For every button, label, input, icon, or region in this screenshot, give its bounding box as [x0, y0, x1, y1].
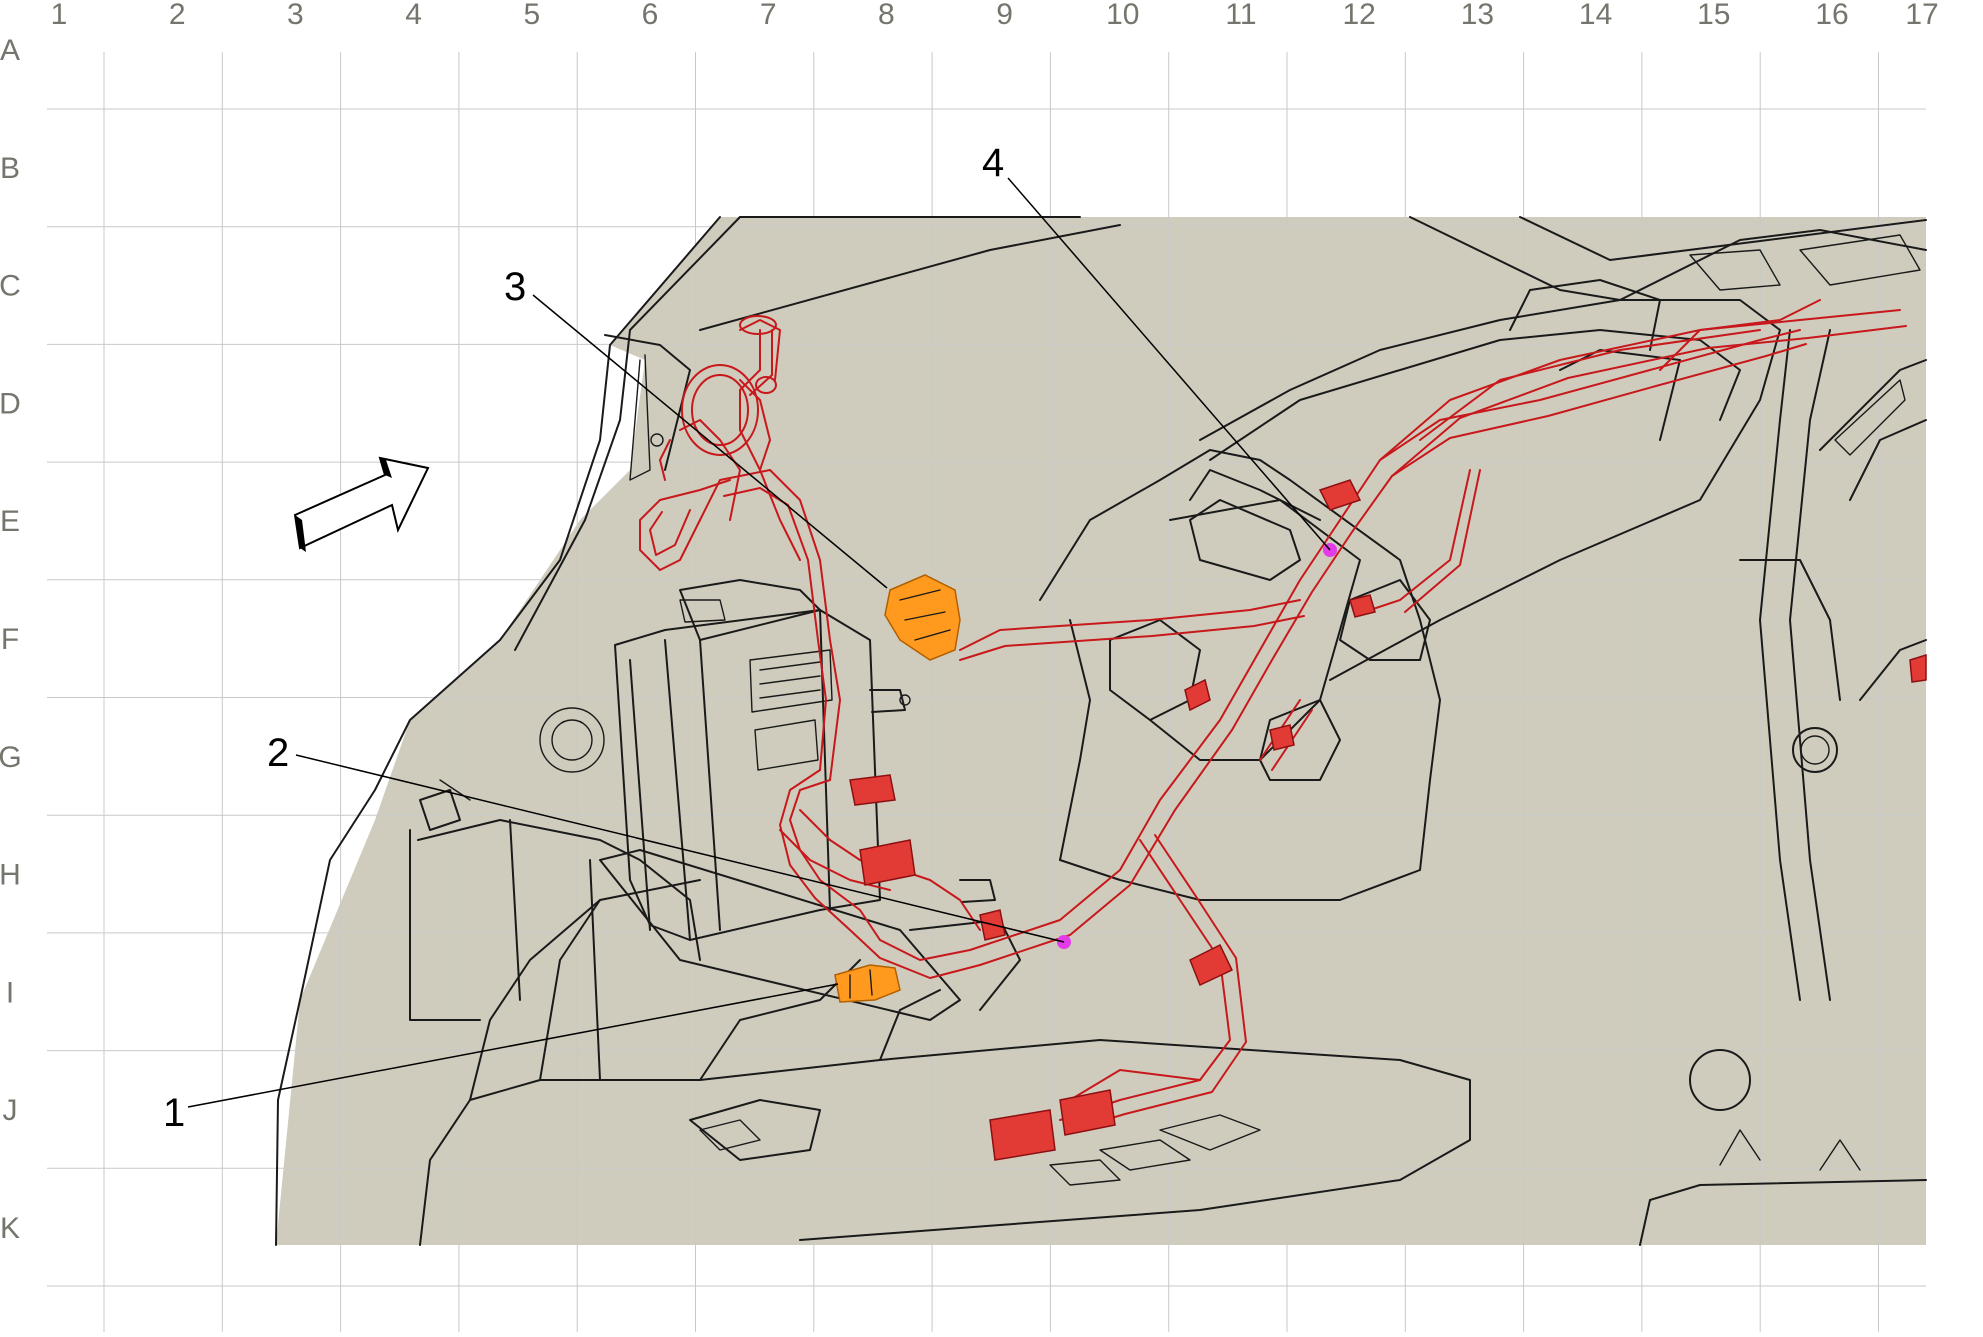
- wiring-harness: [639, 299, 1907, 1133]
- callout-3: 3: [504, 265, 526, 309]
- connector-3: [884, 574, 961, 661]
- grid-column-label: 6: [642, 0, 659, 31]
- grid-row-label: J: [3, 1094, 18, 1127]
- grid-column-label: 9: [996, 0, 1013, 31]
- grid-row-label: C: [0, 270, 21, 303]
- grid-column-label: 1: [51, 0, 68, 31]
- grid-column-label: 17: [1905, 0, 1938, 31]
- grid-row-label: B: [0, 152, 20, 185]
- grid-column-label: 15: [1697, 0, 1730, 31]
- grid-row-label: F: [1, 623, 19, 656]
- callout-leaders: [187, 177, 1331, 1108]
- grid-column-label: 2: [169, 0, 186, 31]
- connector-1: [834, 964, 901, 1003]
- grid-column-label: 3: [287, 0, 304, 31]
- grid-row-label: A: [0, 34, 20, 67]
- grid-row-label: G: [0, 741, 22, 774]
- grid-column-label: 16: [1815, 0, 1848, 31]
- grid-row-label: E: [0, 505, 20, 538]
- grid-row-label: H: [0, 859, 21, 892]
- callout-1: 1: [163, 1091, 185, 1135]
- grid-column-label: 12: [1343, 0, 1376, 31]
- grid-column-label: 13: [1461, 0, 1494, 31]
- grid-row-labels: ABCDEFGHIJKL: [0, 34, 22, 1337]
- callout-2: 2: [267, 731, 289, 775]
- vehicle-body-outline: [275, 216, 1927, 1246]
- grid-column-label: 4: [405, 0, 422, 31]
- grid-column-label: 7: [760, 0, 777, 31]
- harness-connectors: [849, 479, 1927, 1161]
- grid-row-label: D: [0, 387, 21, 420]
- grid-column-label: 11: [1225, 0, 1256, 31]
- grid-row-label: I: [6, 976, 14, 1009]
- grid-column-label: 5: [523, 0, 540, 31]
- grid-column-label: 8: [878, 0, 895, 31]
- callout-4: 4: [982, 141, 1004, 185]
- forward-direction-arrow-icon: [293, 456, 430, 552]
- grid-row-label: K: [0, 1212, 20, 1245]
- highlighted-connectors: [834, 574, 961, 1003]
- grid-column-label: 10: [1106, 0, 1139, 31]
- grid-column-label: 14: [1579, 0, 1612, 31]
- control-module: [614, 579, 996, 941]
